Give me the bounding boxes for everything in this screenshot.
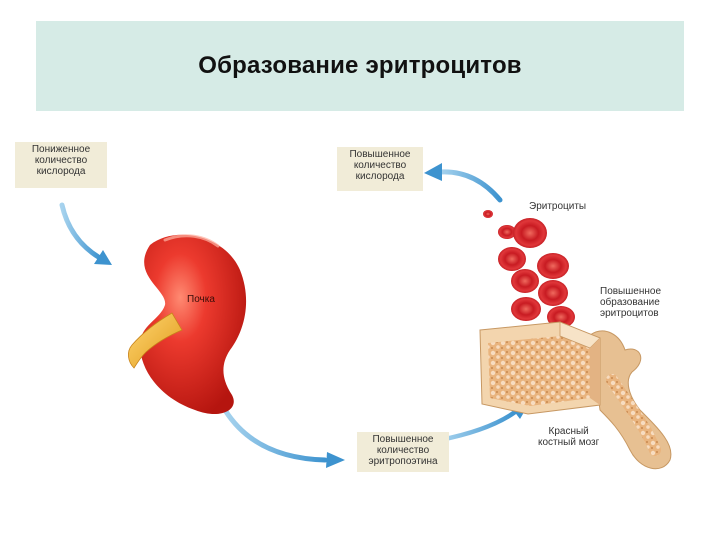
- kidney-illustration: [128, 234, 247, 415]
- label-high-oxygen-line-3: кислорода: [355, 171, 405, 182]
- label-low-oxygen: Пониженное количество кислорода: [15, 142, 107, 188]
- label-increased-production-line-2: образование: [600, 297, 660, 308]
- label-erythrocytes: Эритроциты: [529, 201, 586, 212]
- label-increased-epo-line-3: эритропоэтина: [368, 456, 438, 467]
- label-red-marrow-line-2: костный мозг: [538, 437, 600, 448]
- arrow-kidney-to-epo: [222, 407, 345, 468]
- label-increased-epo-line-2: количество: [376, 445, 430, 456]
- label-high-oxygen-line-1: Повышенное: [349, 149, 411, 160]
- label-increased-epo: Повышенное количество эритропоэтина: [357, 432, 449, 472]
- label-red-marrow: Красный костный мозг: [538, 426, 599, 448]
- label-low-oxygen-line-2: количество: [34, 155, 88, 166]
- label-high-oxygen: Повышенное количество кислорода: [337, 147, 423, 191]
- erythrocytes-illustration: [483, 210, 575, 328]
- label-increased-epo-line-1: Повышенное: [372, 434, 434, 445]
- label-erythrocytes-text: Эритроциты: [529, 201, 587, 212]
- label-low-oxygen-line-3: кислорода: [36, 166, 86, 177]
- diagram-title: Образование эритроцитов: [198, 52, 522, 79]
- label-high-oxygen-line-2: количество: [353, 160, 407, 171]
- label-low-oxygen-line-1: Пониженное: [31, 144, 91, 155]
- label-red-marrow-line-1: Красный: [548, 426, 589, 437]
- label-kidney: Почка: [187, 294, 215, 305]
- label-increased-production-line-3: эритроцитов: [600, 308, 659, 319]
- title-banner: Образование эритроцитов: [36, 21, 684, 111]
- arrow-erythrocytes-to-high-oxygen: [424, 163, 503, 203]
- bone-marrow-illustration: [479, 321, 672, 470]
- label-increased-production-line-1: Повышенное: [600, 286, 662, 297]
- label-increased-production: Повышенное образование эритроцитов: [600, 286, 661, 319]
- arrow-low-oxygen-to-kidney: [59, 202, 112, 265]
- label-kidney-text: Почка: [187, 294, 215, 305]
